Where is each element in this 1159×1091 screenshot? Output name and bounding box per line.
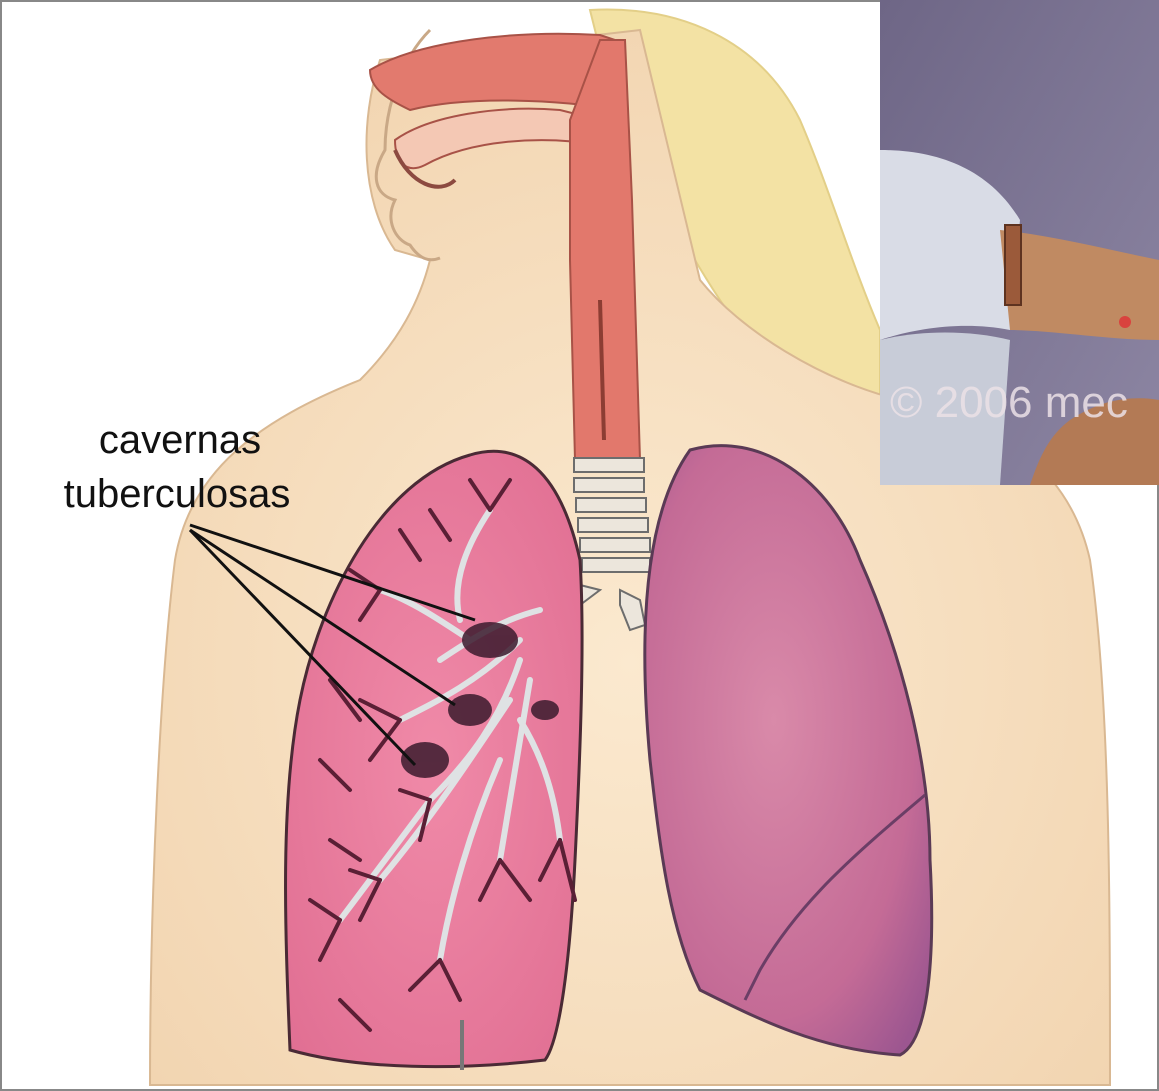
- skin-test-mark: [1119, 316, 1131, 328]
- annotation-label-line2: tuberculosas: [12, 472, 342, 516]
- annotation-label-line1: cavernas: [30, 418, 330, 462]
- wristwatch: [1005, 225, 1021, 305]
- copyright-watermark: © 2006 mec: [890, 378, 1128, 428]
